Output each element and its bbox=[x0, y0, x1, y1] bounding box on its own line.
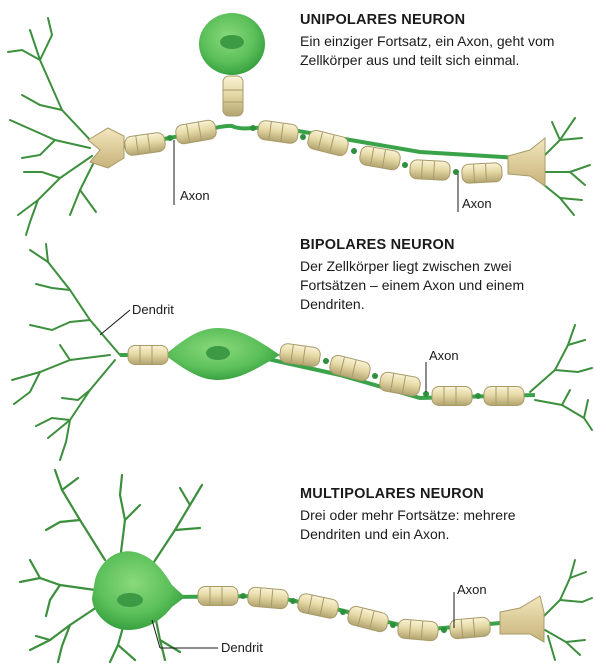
bipolar-axon-label: Axon bbox=[429, 348, 459, 363]
multipolar-cell-body bbox=[92, 551, 185, 630]
unipolar-axon-label-right: Axon bbox=[462, 196, 492, 211]
unipolar-left-terminal bbox=[88, 128, 124, 168]
bipolar-description: Der Zellkörper liegt zwischen zwei Forts… bbox=[300, 257, 550, 314]
unipolar-right-dendrites bbox=[538, 118, 590, 215]
unipolar-description: Ein einziger Fortsatz, ein Axon, geht vo… bbox=[300, 32, 585, 70]
multipolar-right-terminal bbox=[500, 596, 544, 642]
unipolar-right-terminal bbox=[508, 138, 545, 186]
unipolar-myelin-sheaths bbox=[124, 76, 503, 184]
unipolar-left-dendrites bbox=[8, 18, 96, 235]
unipolar-heading: UNIPOLARES NEURON bbox=[300, 12, 465, 28]
bipolar-nucleus bbox=[206, 346, 230, 360]
multipolar-description: Drei oder mehr Fortsätze: mehrere Dendri… bbox=[300, 506, 530, 544]
multipolar-right-dendrites bbox=[540, 560, 592, 660]
unipolar-nucleus bbox=[220, 35, 244, 49]
multipolar-nucleus bbox=[117, 593, 143, 607]
multipolar-axon-label: Axon bbox=[457, 582, 487, 597]
bipolar-left-dendrites bbox=[12, 244, 120, 460]
multipolar-dendrit-label: Dendrit bbox=[221, 640, 263, 655]
unipolar-axon-label-left: Axon bbox=[180, 188, 210, 203]
bipolar-right-dendrites bbox=[530, 325, 592, 430]
bipolar-heading: BIPOLARES NEURON bbox=[300, 237, 455, 253]
multipolar-heading: MULTIPOLARES NEURON bbox=[300, 486, 484, 502]
bipolar-dendrit-label: Dendrit bbox=[132, 302, 174, 317]
